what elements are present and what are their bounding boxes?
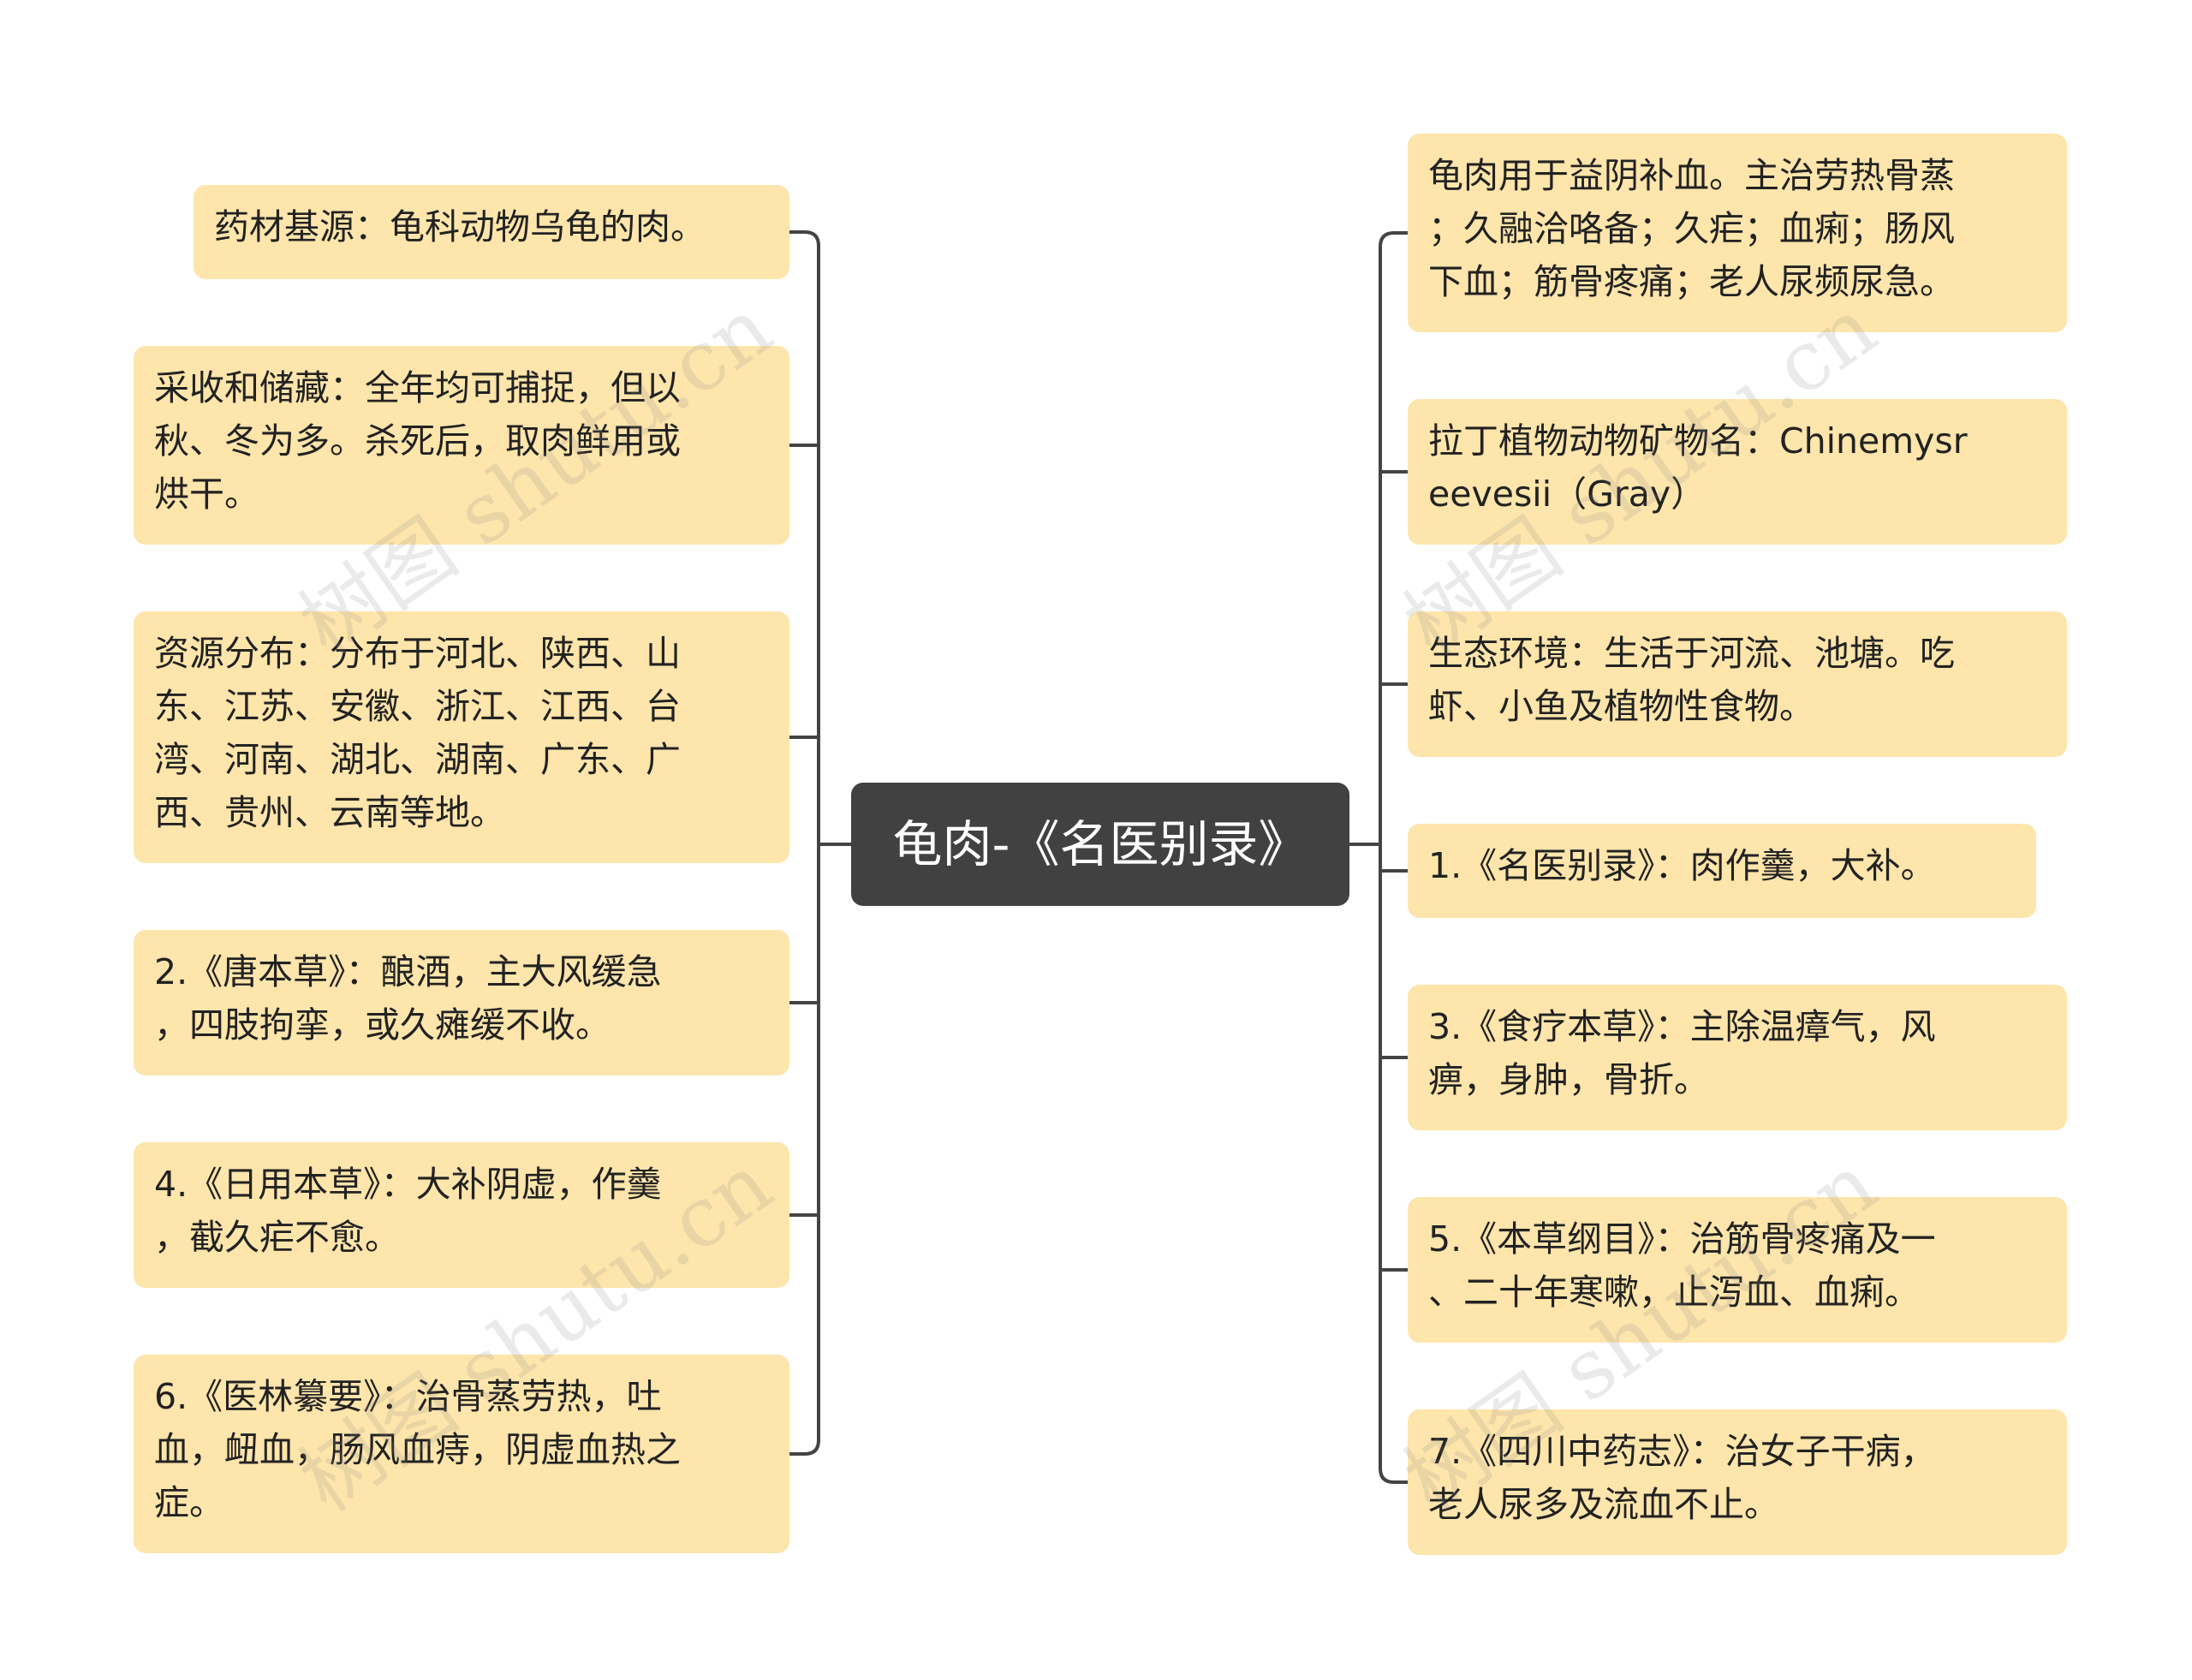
node-indications[interactable]: 龟肉用于益阴补血。主治劳热骨蒸 ；久融洽咯备；久疟；血痢；肠风 下血；筋骨疼痛；… <box>1408 134 2067 332</box>
connector-line <box>788 230 820 247</box>
node-riyong-bencao[interactable]: 4.《日用本草》：大补阴虚，作羹 ，截久疟不愈。 <box>134 1142 789 1288</box>
node-latin-name[interactable]: 拉丁植物动物矿物名：Chinemysr eevesii（Gray） <box>1408 399 2067 545</box>
node-mingyi-bielu[interactable]: 1.《名医别录》：肉作羹，大补。 <box>1408 824 2036 918</box>
connector-line <box>788 1439 820 1456</box>
node-bencao-gangmu[interactable]: 5.《本草纲目》：治筋骨疼痛及一 、二十年寒嗽，止泻血、血痢。 <box>1408 1197 2067 1343</box>
node-shiliao-bencao[interactable]: 3.《食疗本草》：主除温瘴气，风 痹，身肿，骨折。 <box>1408 985 2067 1130</box>
node-sichuan-zhongyaozhi[interactable]: 7.《四川中药志》：治女子干病， 老人尿多及流血不止。 <box>1408 1409 2067 1555</box>
connector-line <box>1379 231 1409 248</box>
node-source[interactable]: 药材基源：龟科动物乌龟的肉。 <box>194 185 789 279</box>
node-habitat[interactable]: 生态环境：生活于河流、池塘。吃 虾、小鱼及植物性食物。 <box>1408 611 2067 757</box>
node-tang-bencao[interactable]: 2.《唐本草》：酿酒，主大风缓急 ，四肢拘挛，或久瘫缓不收。 <box>134 930 789 1075</box>
node-distribution[interactable]: 资源分布：分布于河北、陕西、山 东、江苏、安徽、浙江、江西、台 湾、河南、湖北、… <box>134 611 789 863</box>
node-harvest-storage[interactable]: 采收和储藏：全年均可捕捉，但以 秋、冬为多。杀死后，取肉鲜用或 烘干。 <box>134 346 789 545</box>
root-node[interactable]: 龟肉-《名医别录》 <box>851 783 1349 906</box>
connector-line <box>1379 1467 1409 1484</box>
node-yilin-zuanyao[interactable]: 6.《医林纂要》：治骨蒸劳热，吐 血，衄血，肠风血痔，阴虚血热之 症。 <box>134 1355 789 1553</box>
